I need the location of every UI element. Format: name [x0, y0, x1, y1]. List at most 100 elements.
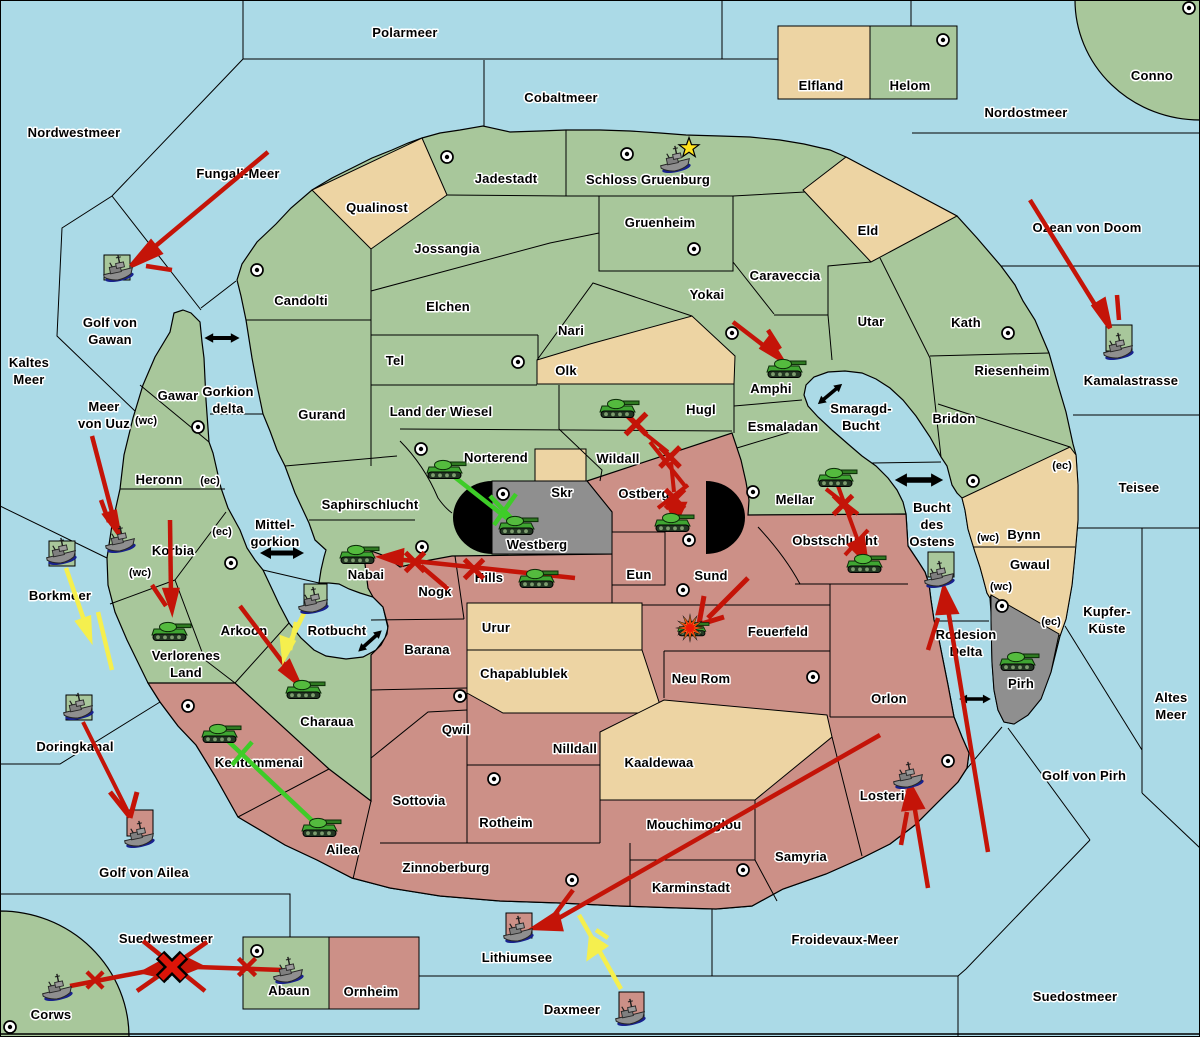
svg-text:Korbia: Korbia [152, 543, 195, 558]
svg-text:Schloss Gruenburg: Schloss Gruenburg [586, 172, 710, 187]
svg-text:Cobaltmeer: Cobaltmeer [524, 90, 598, 105]
svg-text:Land der Wiesel: Land der Wiesel [390, 404, 493, 419]
svg-text:Nordostmeer: Nordostmeer [984, 105, 1067, 120]
svg-text:Kaltes: Kaltes [9, 355, 49, 370]
svg-text:Zinnoberburg: Zinnoberburg [403, 860, 490, 875]
svg-text:Qualinost: Qualinost [346, 200, 408, 215]
svg-text:Samyria: Samyria [775, 849, 828, 864]
svg-text:Kamalastrasse: Kamalastrasse [1084, 373, 1178, 388]
svg-text:Nabai: Nabai [348, 567, 384, 582]
svg-text:Altes: Altes [1155, 690, 1188, 705]
svg-text:(wc): (wc) [990, 581, 1012, 593]
svg-text:Gruenheim: Gruenheim [625, 215, 695, 230]
svg-text:Bynn: Bynn [1007, 527, 1040, 542]
svg-text:Lithiumsee: Lithiumsee [482, 950, 553, 965]
svg-text:Barana: Barana [404, 642, 450, 657]
svg-text:(wc): (wc) [135, 415, 157, 427]
svg-text:Doringkanal: Doringkanal [36, 739, 113, 754]
svg-text:Rodesion: Rodesion [936, 627, 997, 642]
svg-text:Orlon: Orlon [871, 691, 907, 706]
svg-text:Fungali-Meer: Fungali-Meer [196, 166, 279, 181]
svg-text:(ec): (ec) [1052, 460, 1072, 472]
svg-text:Olk: Olk [555, 363, 577, 378]
svg-text:Jossangia: Jossangia [414, 241, 480, 256]
svg-text:des: des [920, 517, 943, 532]
svg-text:delta: delta [212, 401, 244, 416]
svg-text:Ornheim: Ornheim [344, 984, 399, 999]
svg-text:Bucht: Bucht [842, 418, 880, 433]
svg-text:(wc): (wc) [129, 567, 151, 579]
svg-text:Skr: Skr [551, 485, 573, 500]
svg-text:Conno: Conno [1131, 68, 1173, 83]
svg-text:Küste: Küste [1088, 621, 1125, 636]
svg-text:Elchen: Elchen [426, 299, 470, 314]
svg-text:Golf von Pirh: Golf von Pirh [1042, 768, 1126, 783]
svg-text:(ec): (ec) [200, 475, 220, 487]
svg-text:Verlorenes: Verlorenes [152, 648, 221, 663]
svg-text:Meer: Meer [88, 399, 119, 414]
svg-text:Sottovia: Sottovia [393, 793, 446, 808]
svg-text:Polarmeer: Polarmeer [372, 25, 437, 40]
svg-text:Gawan: Gawan [88, 332, 132, 347]
svg-text:Eun: Eun [626, 567, 651, 582]
svg-text:Smaragd-: Smaragd- [830, 401, 892, 416]
svg-text:Gwaul: Gwaul [1010, 557, 1050, 572]
svg-text:Nari: Nari [558, 323, 584, 338]
svg-text:Jadestadt: Jadestadt [475, 171, 538, 186]
svg-text:Neu Rom: Neu Rom [672, 671, 730, 686]
svg-text:Riesenheim: Riesenheim [975, 363, 1050, 378]
svg-text:Corws: Corws [31, 1007, 72, 1022]
svg-text:Ostberg: Ostberg [618, 486, 669, 501]
svg-text:Karminstadt: Karminstadt [652, 880, 731, 895]
svg-text:Qwil: Qwil [442, 722, 470, 737]
svg-text:Hugl: Hugl [686, 402, 716, 417]
svg-text:Gorkion: Gorkion [202, 384, 253, 399]
svg-text:Saphirschlucht: Saphirschlucht [322, 497, 419, 512]
svg-text:Elfland: Elfland [799, 78, 844, 93]
svg-text:Bucht: Bucht [913, 500, 951, 515]
svg-text:Kaaldewaa: Kaaldewaa [624, 755, 694, 770]
svg-text:Kupfer-: Kupfer- [1083, 604, 1131, 619]
svg-text:Losteria: Losteria [860, 788, 913, 803]
svg-text:Mellar: Mellar [776, 492, 815, 507]
svg-text:Meer: Meer [13, 372, 44, 387]
svg-text:Pirh: Pirh [1008, 676, 1034, 691]
svg-text:Eld: Eld [858, 223, 879, 238]
svg-text:Suedostmeer: Suedostmeer [1033, 989, 1118, 1004]
svg-text:Rotheim: Rotheim [479, 815, 532, 830]
svg-text:Nilldall: Nilldall [553, 741, 597, 756]
svg-text:Sund: Sund [694, 568, 727, 583]
svg-text:Gawar: Gawar [158, 388, 199, 403]
svg-text:Golf von: Golf von [83, 315, 137, 330]
svg-text:Chapablublek: Chapablublek [480, 666, 568, 681]
svg-text:Wildall: Wildall [596, 451, 639, 466]
svg-text:Westberg: Westberg [507, 537, 568, 552]
svg-text:Rotbucht: Rotbucht [308, 623, 367, 638]
svg-text:Suedwestmeer: Suedwestmeer [119, 931, 213, 946]
svg-text:Kath: Kath [951, 315, 981, 330]
svg-text:Daxmeer: Daxmeer [544, 1002, 600, 1017]
svg-text:Ailea: Ailea [326, 842, 359, 857]
svg-text:(ec): (ec) [212, 526, 232, 538]
svg-text:Caraveccia: Caraveccia [750, 268, 821, 283]
svg-text:Norterend: Norterend [464, 450, 528, 465]
svg-text:Urur: Urur [482, 620, 510, 635]
svg-text:Land: Land [170, 665, 202, 680]
svg-text:Ozean von Doom: Ozean von Doom [1033, 220, 1142, 235]
svg-text:Meer: Meer [1155, 707, 1186, 722]
svg-text:Golf von Ailea: Golf von Ailea [99, 865, 189, 880]
svg-text:Feuerfeld: Feuerfeld [748, 624, 808, 639]
svg-text:Borkmeer: Borkmeer [29, 588, 91, 603]
svg-text:Utar: Utar [858, 314, 885, 329]
svg-text:Abaun: Abaun [268, 983, 309, 998]
svg-text:Ostens: Ostens [909, 534, 954, 549]
svg-text:Nordwestmeer: Nordwestmeer [28, 125, 121, 140]
svg-text:(ec): (ec) [1041, 616, 1061, 628]
svg-text:(wc): (wc) [977, 532, 999, 544]
svg-text:von Uuz: von Uuz [78, 416, 130, 431]
svg-text:Teisee: Teisee [1119, 480, 1160, 495]
svg-text:Heronn: Heronn [136, 472, 183, 487]
svg-text:Amphi: Amphi [750, 381, 791, 396]
svg-text:Mittel-: Mittel- [255, 517, 295, 532]
svg-text:Froidevaux-Meer: Froidevaux-Meer [791, 932, 898, 947]
